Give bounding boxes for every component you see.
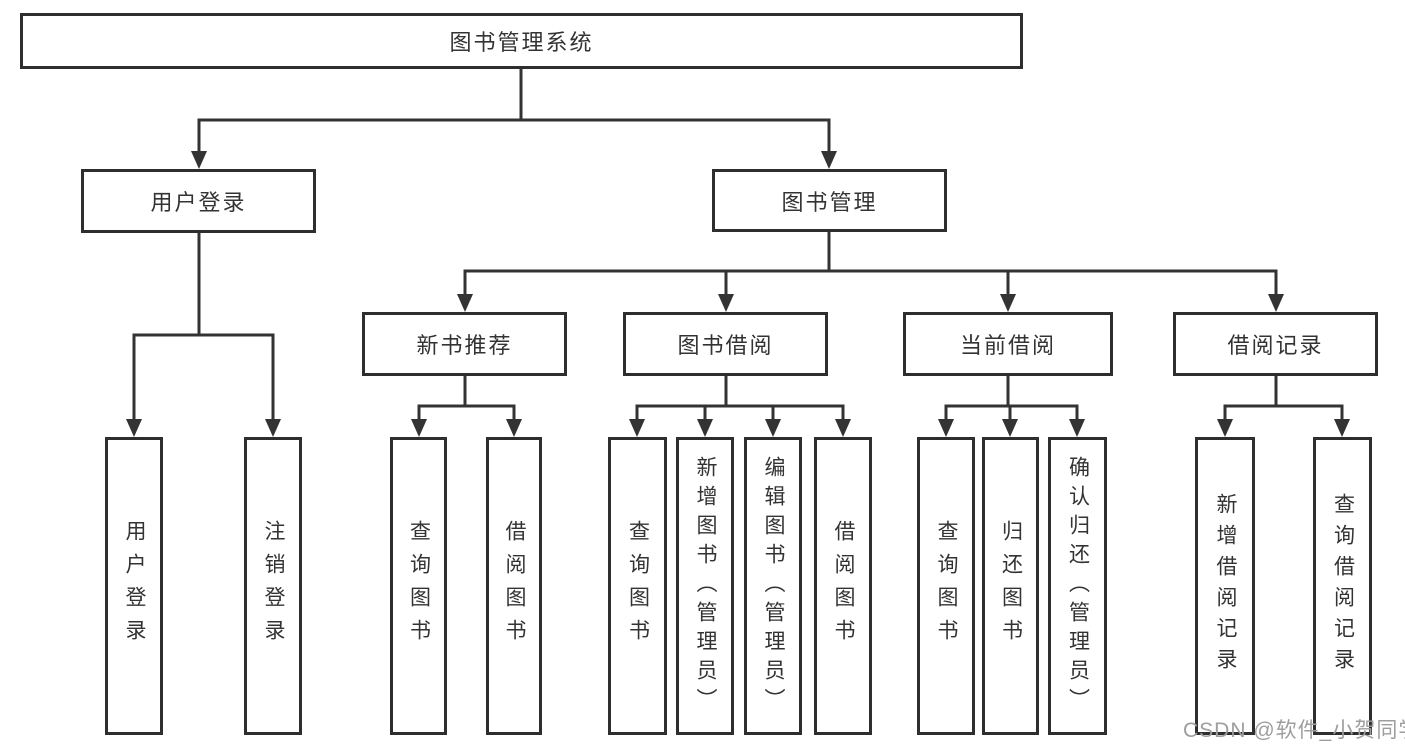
node-borrow-records-label: 借阅记录 bbox=[1227, 333, 1324, 358]
csdn-watermark: CSDN @软件_小贺同学 bbox=[1183, 719, 1405, 742]
leaf-cb-confirm-return-admin-label: 确认归还（管理员） bbox=[1066, 455, 1090, 717]
leaf-bb-borrow-books: 借阅图书 bbox=[814, 437, 872, 735]
leaf-br-add-record-label: 新增借阅记录 bbox=[1214, 493, 1237, 679]
connector-bookmgmt-to-level3 bbox=[457, 232, 1284, 312]
leaf-br-query-record: 查询借阅记录 bbox=[1313, 437, 1372, 735]
connector-root-to-level2 bbox=[191, 69, 837, 169]
leaf-bb-add-books-admin: 新增图书（管理员） bbox=[676, 437, 734, 735]
leaf-bb-query-books: 查询图书 bbox=[608, 437, 667, 735]
leaf-cb-query-books-label: 查询图书 bbox=[935, 520, 958, 652]
leaf-logout-login: 注销登录 bbox=[244, 437, 302, 735]
leaf-bb-add-books-admin-label: 新增图书（管理员） bbox=[694, 455, 717, 717]
leaf-nbr-query-books-label: 查询图书 bbox=[407, 520, 431, 652]
node-user-login: 用户登录 bbox=[81, 169, 316, 233]
leaf-br-add-record: 新增借阅记录 bbox=[1195, 437, 1255, 735]
leaf-cb-return-books: 归还图书 bbox=[982, 437, 1039, 735]
node-new-book-recommend: 新书推荐 bbox=[362, 312, 567, 376]
node-root-label: 图书管理系统 bbox=[449, 30, 594, 55]
node-borrow-records: 借阅记录 bbox=[1173, 312, 1378, 376]
connector-userlogin-to-leaves bbox=[126, 233, 281, 437]
node-user-login-label: 用户登录 bbox=[150, 190, 247, 215]
connector-borrowrecords-to-leaves bbox=[1217, 376, 1350, 437]
leaf-logout-login-label: 注销登录 bbox=[262, 520, 285, 652]
node-book-management-label: 图书管理 bbox=[781, 189, 878, 215]
connector-bookborrow-to-leaves bbox=[629, 376, 851, 437]
connector-currentborrow-to-leaves bbox=[938, 376, 1085, 437]
leaf-nbr-borrow-books-label: 借阅图书 bbox=[503, 520, 526, 652]
node-root: 图书管理系统 bbox=[20, 13, 1023, 69]
leaf-user-login-label: 用户登录 bbox=[123, 520, 146, 652]
node-book-management: 图书管理 bbox=[712, 169, 947, 232]
leaf-cb-confirm-return-admin: 确认归还（管理员） bbox=[1048, 437, 1107, 735]
leaf-bb-borrow-books-label: 借阅图书 bbox=[832, 520, 855, 652]
connector-newbookrec-to-leaves bbox=[411, 376, 522, 437]
leaf-bb-edit-books-admin: 编辑图书（管理员） bbox=[744, 437, 802, 735]
leaf-nbr-query-books: 查询图书 bbox=[390, 437, 447, 735]
leaf-cb-return-books-label: 归还图书 bbox=[999, 520, 1023, 652]
leaf-br-query-record-label: 查询借阅记录 bbox=[1331, 493, 1355, 679]
node-current-borrow: 当前借阅 bbox=[903, 312, 1113, 376]
leaf-cb-query-books: 查询图书 bbox=[917, 437, 975, 735]
leaf-nbr-borrow-books: 借阅图书 bbox=[486, 437, 542, 735]
leaf-bb-edit-books-admin-label: 编辑图书（管理员） bbox=[762, 455, 785, 717]
leaf-bb-query-books-label: 查询图书 bbox=[626, 520, 650, 652]
leaf-user-login: 用户登录 bbox=[105, 437, 163, 735]
node-new-book-recommend-label: 新书推荐 bbox=[416, 333, 513, 358]
node-current-borrow-label: 当前借阅 bbox=[959, 333, 1056, 358]
node-book-borrow: 图书借阅 bbox=[623, 312, 828, 376]
node-book-borrow-label: 图书借阅 bbox=[677, 333, 774, 358]
